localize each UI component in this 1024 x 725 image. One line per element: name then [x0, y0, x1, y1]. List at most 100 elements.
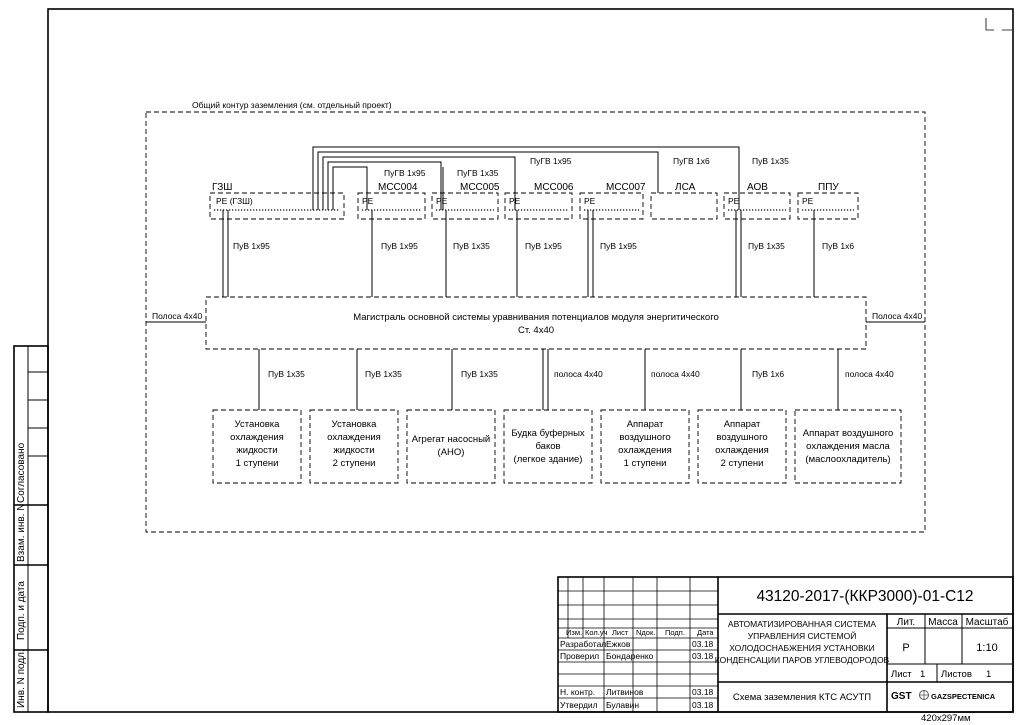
system-title-line2: УПРАВЛЕНИЯ СИСТЕМОЙ — [748, 630, 857, 641]
svg-text:1 ступени: 1 ступени — [624, 458, 667, 469]
system-title-line3: ХОЛОДОСНАБЖЕНИЯ УСТАНОВКИ — [729, 643, 874, 653]
svg-text:воздушного: воздушного — [716, 432, 767, 443]
date-approved: 03.18 — [692, 700, 714, 710]
lower-cable-label: ПуВ 1x35 — [453, 241, 490, 251]
cabinet-ppu: ППУ РЕ — [797, 182, 859, 220]
scale-label: Масштаб — [966, 616, 1009, 628]
pe-label: РЕ — [584, 196, 596, 206]
cabinet-name: ГЗШ — [212, 182, 232, 193]
svg-text:1 ступени: 1 ступени — [236, 458, 279, 469]
sheet-label: Лист — [891, 669, 912, 680]
main-bus: Магистраль основной системы уравнивания … — [205, 296, 867, 350]
contour-label: Общий контур заземления (см. отдельный п… — [192, 100, 392, 110]
upper-cables — [312, 146, 740, 210]
date-developed: 03.18 — [692, 639, 714, 649]
svg-text:Агрегат насосный: Агрегат насосный — [412, 434, 491, 445]
cabinet-aov: АОВ РЕ — [723, 182, 791, 220]
pe-label: РЕ — [802, 196, 814, 206]
lower-cables — [222, 210, 815, 297]
svg-text:охлаждения: охлаждения — [618, 445, 672, 456]
agreed-label: Согласовано — [16, 442, 27, 503]
upper-cable-label: ПуГВ 1x95 — [384, 168, 426, 178]
svg-text:2 ступени: 2 ступени — [333, 458, 376, 469]
consumer-cable-label: полоса 4x40 — [651, 369, 700, 379]
orig-inv-label: Инв. N подл. — [16, 649, 27, 708]
svg-text:Будка буферных: Будка буферных — [511, 428, 585, 439]
cabinet-lsa: ЛСА — [650, 182, 718, 220]
role-developed: Разработал — [560, 639, 606, 649]
lower-cable-label: ПуВ 1x6 — [822, 241, 854, 251]
upper-cable-label: ПуГВ 1x35 — [457, 168, 499, 178]
consumer-box-1: Установка охлаждения жидкости 1 ступени — [212, 409, 302, 484]
cabinet-name: МСС004 — [378, 182, 418, 193]
svg-text:Дата: Дата — [697, 628, 714, 637]
svg-text:Подп.: Подп. — [665, 628, 685, 637]
svg-text:Установка: Установка — [332, 419, 378, 430]
cabinet-mcc007: МСС007 РЕ — [579, 182, 646, 220]
system-title-line4: КОНДЕНСАЦИИ ПАРОВ УГЛЕВОДОРОДОВ — [715, 655, 890, 665]
role-approved: Утвердил — [560, 700, 598, 710]
pe-label: РЕ (ГЗШ) — [216, 196, 253, 206]
svg-text:GST: GST — [891, 691, 912, 702]
lower-cable-label: ПуВ 1x95 — [600, 241, 637, 251]
name-checked: Бондаренко — [606, 651, 654, 661]
svg-text:2 ступени: 2 ступени — [721, 458, 764, 469]
lower-cable-label: ПуВ 1x95 — [233, 241, 270, 251]
consumer-box-2: Установка охлаждения жидкости 2 ступени — [309, 409, 399, 484]
cabinet-name: ППУ — [818, 182, 839, 193]
title-block: Изм. Кол.уч Лист Nдок. Подп. Дата Разраб… — [557, 576, 1014, 713]
sign-date-label: Подп. и дата — [16, 581, 27, 640]
svg-text:воздушного: воздушного — [619, 432, 670, 443]
name-norm-control: Литвинов — [606, 687, 644, 697]
consumer-cable-label: ПуВ 1x35 — [461, 369, 498, 379]
svg-text:охлаждения: охлаждения — [715, 445, 769, 456]
mass-label: Масса — [928, 617, 958, 628]
lit-label: Лит. — [897, 617, 915, 628]
cabinet-mcc004: МСС004 РЕ — [357, 182, 426, 220]
pe-label: РЕ — [436, 196, 448, 206]
company-logo: GST GAZSPECTENICA — [891, 690, 996, 702]
format-label: 420x297мм — [921, 713, 971, 724]
consumer-cable-label: ПуВ 1x35 — [268, 369, 305, 379]
upper-cable-label: ПуВ 1x35 — [752, 156, 789, 166]
consumer-cable-label: полоса 4x40 — [845, 369, 894, 379]
main-bus-title: Магистраль основной системы уравнивания … — [353, 312, 719, 323]
cabinet-name: МСС007 — [606, 182, 646, 193]
side-stamp: Согласовано Взам. инв. N Подп. и дата Ин… — [13, 345, 49, 713]
consumer-cable-label: ПуВ 1x6 — [752, 369, 784, 379]
cabinet-name: МСС005 — [460, 182, 500, 193]
consumer-box-5: Аппарат воздушного охлаждения 1 ступени — [600, 409, 690, 484]
replaced-inv-label: Взам. инв. N — [16, 504, 27, 562]
svg-text:охлаждения: охлаждения — [230, 432, 284, 443]
cabinet-name: МСС006 — [534, 182, 574, 193]
svg-text:охлаждения масла: охлаждения масла — [806, 441, 890, 452]
consumer-box-4: Будка буферных баков (легкое здание) — [503, 409, 593, 484]
doc-code: 43120-2017-(ККР3000)-01-С12 — [756, 588, 973, 605]
consumer-box-7: Аппарат воздушного охлаждения масла (мас… — [794, 409, 902, 484]
corner-mark — [985, 18, 1012, 31]
consumer-box-6: Аппарат воздушного охлаждения 2 ступени — [697, 409, 787, 484]
svg-text:жидкости: жидкости — [236, 445, 277, 456]
date-checked: 03.18 — [692, 651, 714, 661]
scale-value: 1:10 — [976, 642, 997, 654]
main-bus-spec: Ст. 4x40 — [518, 325, 554, 336]
cabinet-name: АОВ — [747, 182, 768, 193]
svg-text:охлаждения: охлаждения — [327, 432, 381, 443]
upper-cable-label: ПуГВ 1x95 — [530, 156, 572, 166]
svg-text:Nдок.: Nдок. — [636, 628, 655, 637]
lower-cable-label: ПуВ 1x35 — [748, 241, 785, 251]
svg-text:жидкости: жидкости — [333, 445, 374, 456]
drawing-frame — [47, 8, 1014, 713]
consumer-cable-label: полоса 4x40 — [554, 369, 603, 379]
date-norm-control: 03.18 — [692, 687, 714, 697]
consumer-cables — [258, 349, 839, 410]
sheets-label: Листов — [941, 669, 972, 680]
lower-cable-label: ПуВ 1x95 — [381, 241, 418, 251]
left-strip-label: Полоса 4x40 — [152, 311, 202, 321]
name-approved: Булавин — [606, 700, 639, 710]
right-strip-label: Полоса 4x40 — [872, 311, 922, 321]
sheets-value: 1 — [986, 669, 991, 680]
svg-text:Аппарат: Аппарат — [724, 419, 761, 430]
pe-label: РЕ — [362, 196, 374, 206]
